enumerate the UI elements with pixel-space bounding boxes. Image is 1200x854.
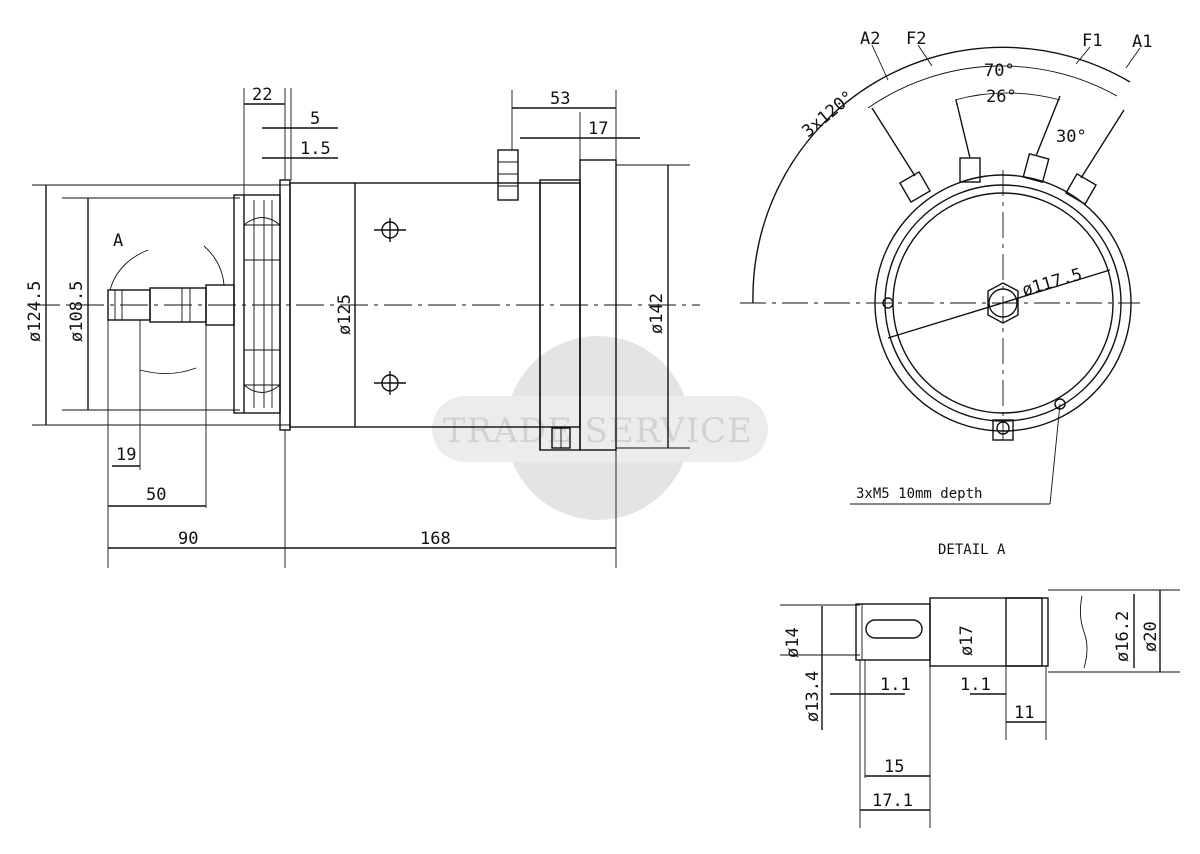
end-terminal-a2 [871,107,931,203]
mount-mark-lower [374,371,406,395]
dim-d142: ø142 [647,293,667,334]
dim-d16-2: ø16.2 [1113,611,1133,662]
watermark-text: TRADE SERVICE [443,411,753,451]
end-view [740,44,1141,505]
term-f2-label: F2 [906,29,926,49]
mount-mark-upper [374,218,406,242]
dim-d108-5: ø108.5 [67,281,87,342]
dim-d124-5: ø124.5 [25,281,45,342]
dim-15: 15 [884,757,904,777]
end-terminal-a1 [1065,109,1125,205]
angle-3x120: 3x120° [798,87,858,142]
dim-d20: ø20 [1141,621,1161,652]
dim-d14: ø14 [783,627,803,658]
terminal-stud [497,149,519,201]
dim-5: 5 [310,109,320,129]
dim-17-1: 17.1 [872,791,913,811]
side-view [32,88,700,568]
dim-d117-5: ø117.5 [1020,265,1085,301]
dim-19: 19 [116,445,136,465]
angle-70: 70° [984,61,1015,81]
term-a2-label: A2 [860,29,880,49]
watermark: TRADE SERVICE [432,336,768,520]
term-a1-label: A1 [1132,32,1152,52]
term-f1-label: F1 [1082,31,1102,51]
dim-90: 90 [178,529,198,549]
dim-1-5: 1.5 [300,139,331,159]
detail-title: DETAIL A [938,542,1006,558]
dim-d125: ø125 [335,294,355,335]
dim-53: 53 [550,89,570,109]
dim-50: 50 [146,485,166,505]
detail-a-view [780,589,1180,828]
dim-d13-4: ø13.4 [803,671,823,722]
dim-1-1-a: 1.1 [880,675,911,695]
detail-ref-a: A [113,231,123,251]
end-terminal-f1 [1022,95,1061,184]
dim-168: 168 [420,529,451,549]
dim-17: 17 [588,119,608,139]
end-terminal-f2 [955,99,981,183]
holes-note: 3xM5 10mm depth [856,486,982,502]
angle-30: 30° [1056,127,1087,147]
dim-22: 22 [252,85,272,105]
dim-11: 11 [1014,703,1034,723]
dim-1-1-b: 1.1 [960,675,991,695]
dim-d17: ø17 [957,625,977,656]
angle-26: 26° [986,87,1017,107]
